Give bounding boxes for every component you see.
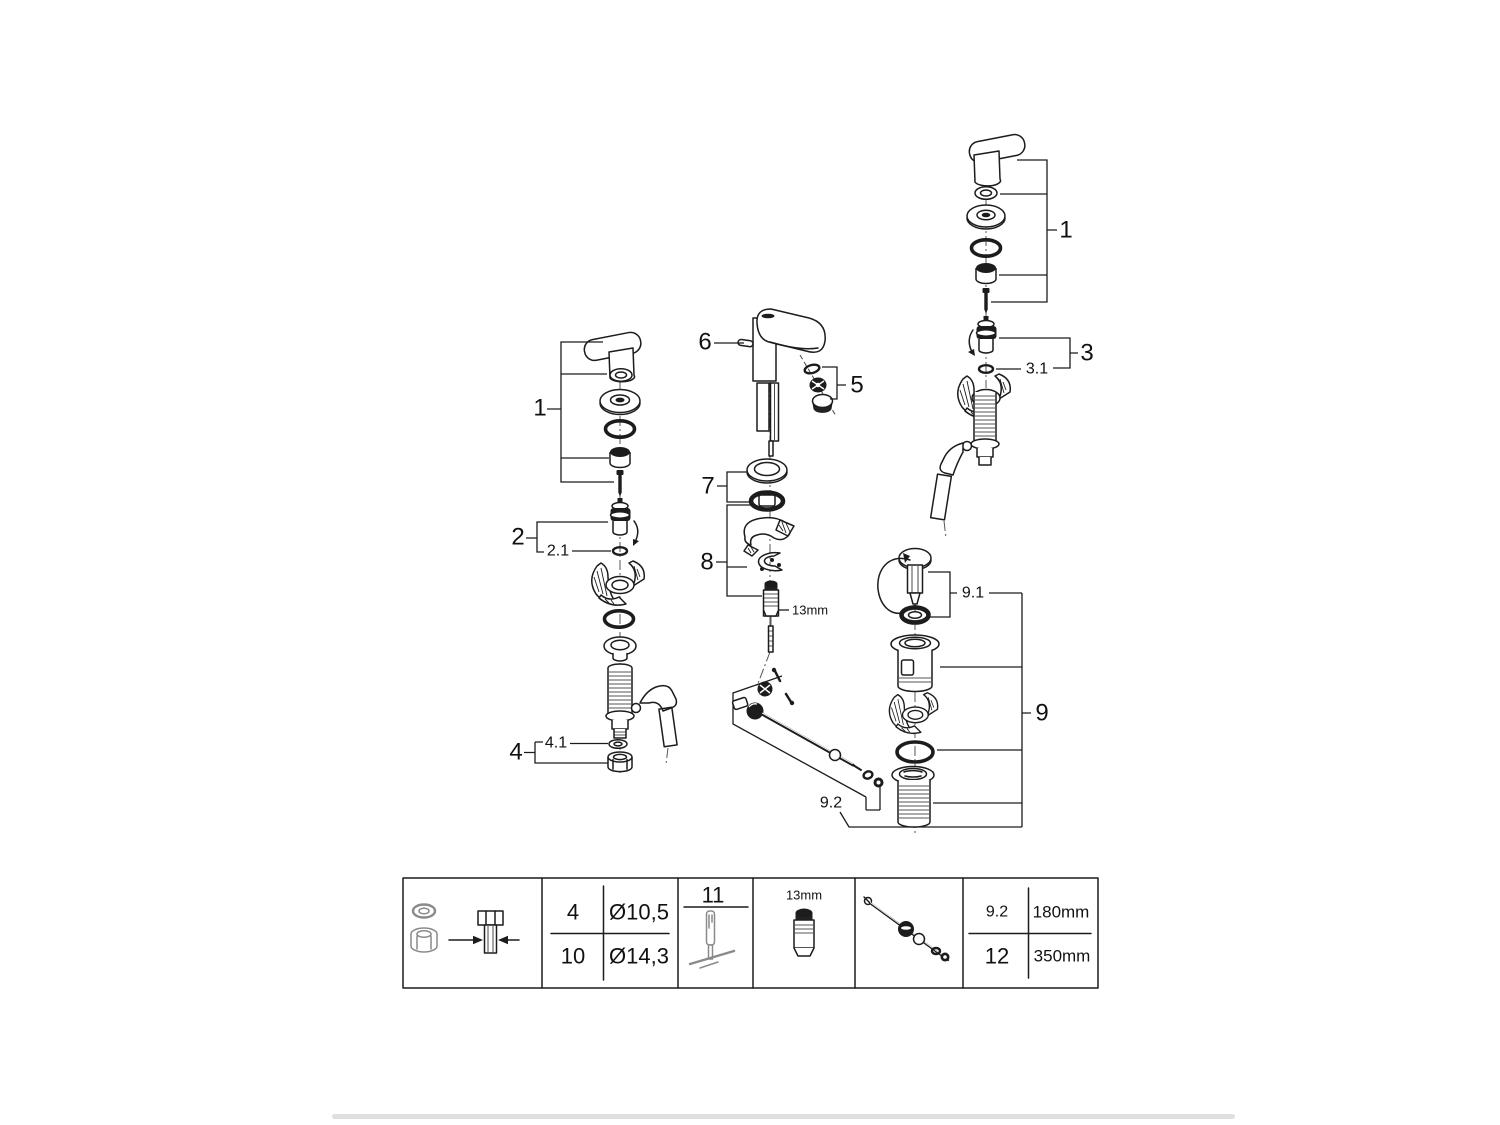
hose-diameter-10: Ø14,3 bbox=[609, 944, 669, 969]
callout-label-3-1: 3.1 bbox=[1026, 361, 1048, 378]
leaf-escutcheon bbox=[590, 560, 646, 606]
mounting-horseshoe-lower bbox=[757, 551, 783, 572]
lever-handle bbox=[968, 133, 1026, 187]
callout-label-4-1: 4.1 bbox=[545, 735, 567, 752]
mounting-horseshoe-upper bbox=[743, 516, 795, 557]
threaded-shank bbox=[605, 663, 635, 739]
callout-1-left: 1 bbox=[533, 341, 614, 483]
tool-cell: 11 bbox=[683, 883, 749, 969]
base-ring-7 bbox=[746, 458, 788, 484]
callout-label-9-2: 9.2 bbox=[820, 795, 842, 812]
o-ring-3-1 bbox=[977, 364, 995, 375]
handle-ring bbox=[974, 185, 998, 201]
spout-body bbox=[737, 308, 826, 382]
rod-washer bbox=[873, 777, 884, 788]
callout-1-right: 1 bbox=[991, 159, 1073, 303]
mounting-stud-13mm: 13mm bbox=[762, 580, 828, 618]
o-ring bbox=[603, 418, 637, 439]
callout-3-right: 3 3.1 bbox=[996, 337, 1094, 378]
pop-up-rod-group-9-2: 9.2 bbox=[731, 667, 1022, 828]
dome-cap bbox=[609, 447, 631, 469]
callout-label-7: 7 bbox=[701, 473, 714, 500]
spout-hoses bbox=[756, 382, 780, 457]
shank-washer-4-1 bbox=[608, 738, 628, 750]
rod-length-180: 180mm bbox=[1033, 903, 1090, 922]
callout-label-1: 1 bbox=[1059, 217, 1072, 244]
horizontal-scrollbar[interactable] bbox=[332, 1114, 1235, 1119]
threaded-rod-segment bbox=[767, 625, 774, 653]
rod-length-350: 350mm bbox=[1034, 947, 1091, 966]
right-assembly: 1 3 3.1 bbox=[929, 133, 1094, 539]
callout-label-1: 1 bbox=[533, 395, 546, 422]
tool-ref-label: 11 bbox=[702, 883, 725, 908]
cartridge-2 bbox=[609, 498, 639, 546]
handle-screw bbox=[616, 470, 624, 497]
hose-ref-4: 4 bbox=[567, 900, 579, 925]
pop-up-stopper bbox=[877, 547, 932, 614]
stud-size-label: 13mm bbox=[792, 603, 828, 618]
o-ring bbox=[969, 238, 1003, 259]
flanged-seat bbox=[603, 636, 637, 662]
rod-ref-12: 12 bbox=[985, 944, 1009, 969]
rod-pivot-cluster bbox=[731, 667, 795, 720]
base-o-ring bbox=[602, 608, 636, 629]
callout-8: 8 bbox=[700, 504, 762, 597]
drain-tailpiece bbox=[891, 765, 935, 828]
callout-label-5: 5 bbox=[850, 372, 863, 399]
callout-7: 7 bbox=[701, 471, 753, 503]
callout-9: 9 bbox=[933, 593, 1049, 827]
aerator-parts-5 bbox=[799, 354, 837, 417]
dimensions-table: 4 Ø10,5 10 Ø14,3 11 13mm 9.2 180mm bbox=[402, 877, 1099, 989]
stud-size-cell-label: 13mm bbox=[786, 888, 822, 903]
callout-label-9: 9 bbox=[1035, 700, 1048, 727]
cartridge-3 bbox=[968, 316, 997, 356]
callout-6: 6 bbox=[698, 329, 744, 356]
callout-label-2-1: 2.1 bbox=[547, 543, 569, 560]
stopper-seal bbox=[899, 605, 931, 625]
rod-ref-9-2: 9.2 bbox=[986, 904, 1008, 921]
drain-assembly: 9.1 9 bbox=[877, 547, 1049, 834]
callout-label-9-1: 9.1 bbox=[962, 585, 984, 602]
side-port-and-supply-hose bbox=[929, 440, 973, 539]
callout-label-2: 2 bbox=[511, 524, 524, 551]
waste-flange bbox=[890, 634, 940, 693]
hose-diameter-4: Ø10,5 bbox=[609, 900, 669, 925]
group-9-2-bracket bbox=[839, 811, 1022, 828]
callout-5: 5 bbox=[822, 366, 864, 400]
dome-cap bbox=[975, 263, 997, 285]
stud-cell: 13mm bbox=[786, 888, 822, 957]
callout-4-left: 4 4.1 bbox=[509, 735, 608, 766]
left-assembly: 1 2 2.1 4 4.1 bbox=[509, 331, 678, 775]
handle-ring bbox=[609, 367, 633, 383]
callout-9-1: 9.1 bbox=[928, 571, 1022, 618]
callout-label-3: 3 bbox=[1080, 340, 1093, 367]
o-ring-2-1 bbox=[611, 546, 629, 557]
callout-label-8: 8 bbox=[700, 549, 713, 576]
handle-screw bbox=[982, 288, 990, 314]
pop-up-rod bbox=[760, 712, 862, 771]
leaf-escutcheon bbox=[888, 692, 939, 735]
callout-label-6: 6 bbox=[698, 329, 711, 356]
escutcheon-cap bbox=[599, 388, 641, 416]
base-gasket-7 bbox=[748, 490, 786, 512]
rod-cell-icon bbox=[863, 896, 950, 962]
rod-o-ring bbox=[862, 770, 874, 780]
mounting-nut bbox=[607, 751, 633, 773]
callout-2-left: 2 2.1 bbox=[511, 521, 611, 560]
hose-diameter-cell: 4 Ø10,5 10 Ø14,3 bbox=[550, 885, 670, 981]
middle-assembly: 5 6 7 13mm 8 bbox=[698, 308, 864, 687]
rod-length-cell: 9.2 180mm 12 350mm bbox=[968, 887, 1092, 979]
hose-cell-icons bbox=[410, 903, 520, 954]
rotation-arrow bbox=[877, 557, 911, 614]
drain-o-ring bbox=[895, 740, 935, 764]
escutcheon-cap bbox=[966, 204, 1006, 230]
side-port-and-supply-hose bbox=[630, 684, 678, 765]
hose-ref-10: 10 bbox=[561, 944, 585, 969]
callout-label-4: 4 bbox=[509, 739, 522, 766]
threaded-shank bbox=[970, 392, 1000, 466]
